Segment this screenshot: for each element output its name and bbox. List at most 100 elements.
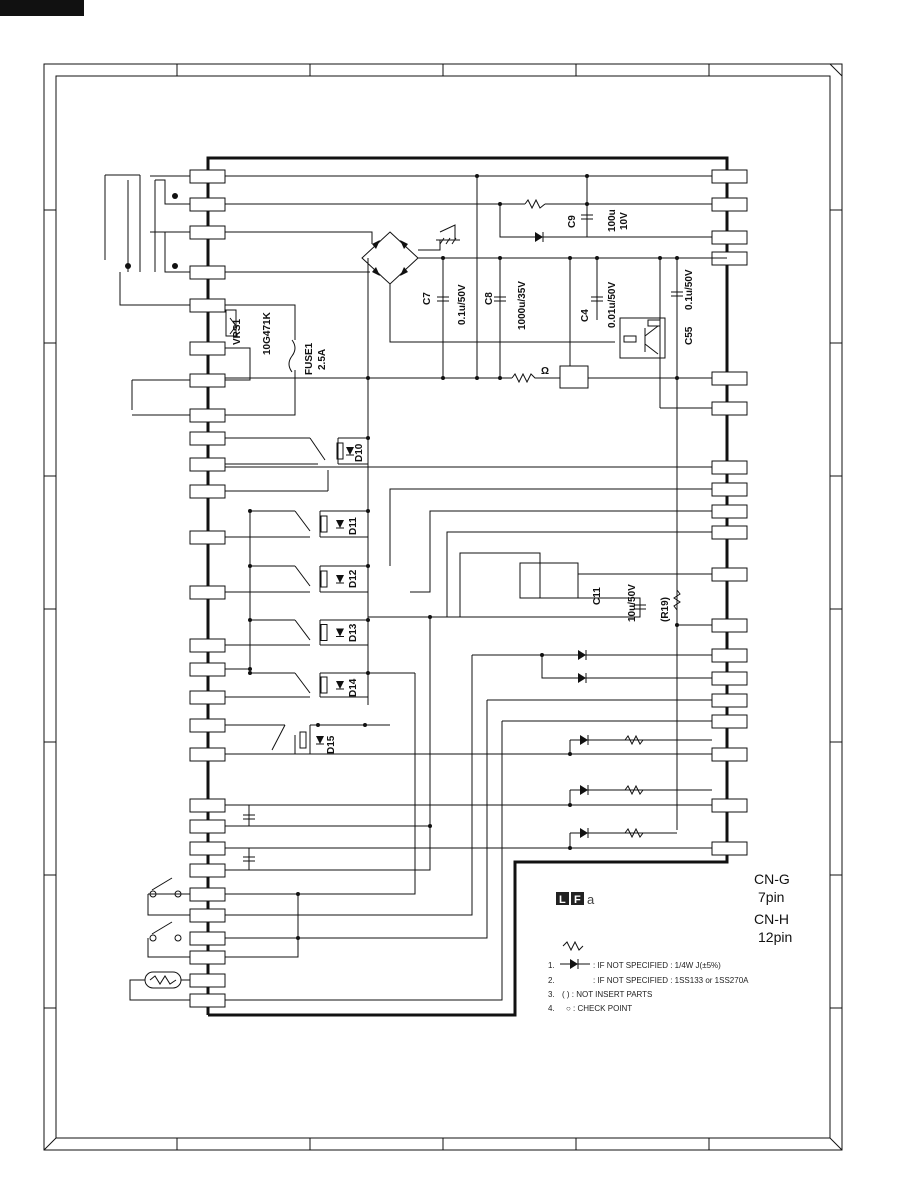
right-pad	[711, 230, 748, 245]
left-pad	[189, 484, 226, 499]
r19-label: (R19)	[660, 597, 671, 622]
left-connector-pads	[189, 169, 226, 1008]
page-tab	[0, 0, 84, 16]
diode-symbol	[316, 736, 324, 744]
left-pad	[189, 197, 226, 212]
right-pad	[711, 482, 748, 497]
junction-dot	[366, 436, 370, 440]
cn-h-label: CN-H	[754, 911, 789, 927]
diode-symbol	[336, 628, 344, 637]
relay-wire	[294, 672, 311, 694]
fuse1-label: FUSE1	[304, 342, 315, 375]
diode-symbol	[346, 447, 354, 455]
left-pad	[189, 690, 226, 705]
c7-value: 0.1u/50V	[457, 284, 468, 325]
left-pad	[189, 993, 226, 1008]
resistor-symbol	[320, 570, 328, 588]
c7-label: C7	[422, 292, 433, 305]
right-pad	[711, 648, 748, 663]
left-pad	[189, 908, 226, 923]
left-pad	[189, 973, 226, 988]
resistor-symbol	[320, 624, 328, 641]
junction-dot	[366, 509, 370, 513]
c11-value: 10u/50V	[627, 584, 638, 622]
left-pad	[189, 863, 226, 878]
note-4-num: 4.	[548, 1004, 555, 1013]
right-pad	[711, 169, 748, 184]
logo-l: L	[559, 894, 566, 906]
left-pad	[189, 298, 226, 313]
c55-value: 0.1u/50V	[684, 269, 695, 310]
junction-dot	[363, 723, 367, 727]
d11-label: D11	[348, 517, 359, 535]
left-pad	[189, 530, 226, 545]
note-1-text: : IF NOT SPECIFIED : 1/4W J(±5%)	[593, 961, 721, 970]
junction-dot	[366, 564, 370, 568]
left-pad	[189, 265, 226, 280]
right-pad	[711, 567, 748, 582]
relay-wire	[294, 619, 311, 641]
left-pad	[189, 887, 226, 902]
c9-value-a: 100u	[607, 209, 618, 232]
junction-dot	[316, 723, 320, 727]
left-pad	[189, 747, 226, 762]
diode-symbol	[336, 575, 344, 583]
right-pad	[711, 460, 748, 475]
left-pad	[189, 950, 226, 965]
left-pad	[189, 798, 226, 813]
left-pad	[189, 341, 226, 356]
drawing-frame	[43, 63, 843, 1151]
resistor-symbol	[336, 442, 344, 460]
cn-g-pins: 7pin	[758, 889, 784, 905]
ac-input-wiring	[131, 304, 296, 416]
right-pad	[711, 671, 748, 686]
right-pad	[711, 693, 748, 708]
left-pad	[189, 408, 226, 423]
logo-f: F	[574, 894, 581, 906]
c11-label: C11	[592, 587, 603, 605]
diode-symbol	[336, 520, 344, 528]
regulator-pin-label: Ω	[541, 366, 549, 377]
left-pad	[189, 841, 226, 856]
right-pad	[711, 841, 748, 856]
c9-value-b: 10V	[619, 212, 630, 230]
transformer-symbol	[104, 174, 190, 306]
diode-symbol	[336, 681, 344, 689]
left-pad	[189, 431, 226, 446]
fuse1-value: 2.5A	[317, 349, 328, 370]
left-pad	[189, 718, 226, 733]
d14-label: D14	[348, 678, 359, 697]
right-pad	[711, 618, 748, 633]
left-pad	[189, 819, 226, 834]
c8-value: 1000u/35V	[517, 281, 528, 330]
resistor-symbol	[299, 731, 307, 749]
signal-wiring	[129, 378, 712, 1001]
d15-label: D15	[326, 735, 337, 754]
left-pad	[189, 662, 226, 677]
junction-dot	[366, 618, 370, 622]
d13-label: D13	[348, 623, 359, 642]
d10-label: D10	[354, 443, 365, 462]
right-pad	[711, 525, 748, 540]
c55-label: C55	[684, 326, 695, 345]
pcb-outline	[206, 156, 729, 1017]
relay-wire	[294, 565, 311, 587]
right-pad	[711, 747, 748, 762]
power-rails	[225, 174, 712, 705]
c4-value: 0.01u/50V	[607, 282, 618, 328]
left-pad	[189, 931, 226, 946]
right-pad	[711, 371, 748, 386]
left-pad	[189, 169, 226, 184]
junction-dot	[248, 667, 252, 671]
left-pad	[189, 457, 226, 472]
junction-dot	[248, 671, 252, 675]
note-1-num: 1.	[548, 961, 555, 970]
left-pad	[189, 585, 226, 600]
relay-wire	[294, 510, 311, 532]
notes-block: 1. : IF NOT SPECIFIED : 1/4W J(±5%) 2. :…	[548, 940, 749, 1013]
right-connector-pads	[711, 169, 748, 856]
vrs1-value: 10G471K	[262, 311, 273, 355]
resistor-symbol	[320, 676, 328, 694]
logo-a: a	[587, 892, 595, 907]
